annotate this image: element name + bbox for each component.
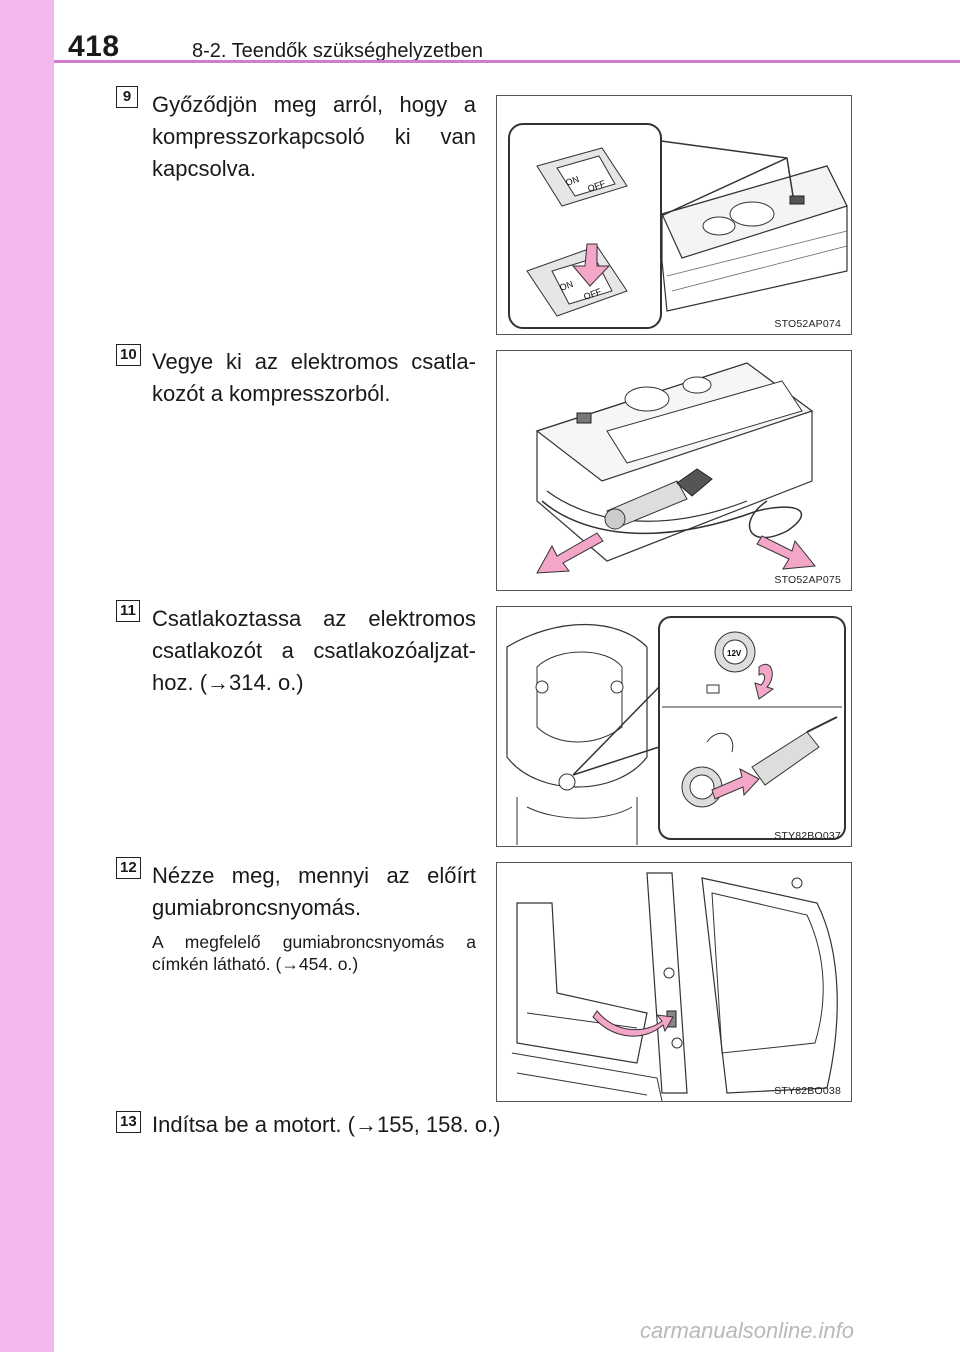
- point-arrow-icon: [592, 1010, 674, 1037]
- insert-plug-arrow-icon: [711, 768, 760, 800]
- tire-pressure-label-illustration: [511, 872, 838, 1101]
- figure-code: STO52AP074: [774, 318, 841, 330]
- figure-socket-connection: 12V STY82BO037: [496, 606, 852, 847]
- pull-arrow-right-icon: [756, 535, 816, 570]
- socket-12v-label: 12V: [727, 649, 742, 658]
- step-10-text: Vegye ki az elektromos csatla­kozót a ko…: [152, 349, 476, 406]
- side-tab-band: [0, 0, 54, 1352]
- rotate-cap-arrow-icon: [754, 664, 775, 700]
- step-11-text: Csatlakoztassa az elektromos csatlakozót…: [152, 606, 476, 695]
- figure-compressor-switch: ON OFF ON OFF STO52AP074: [496, 95, 852, 335]
- figure-tire-pressure-label: STY82BO038: [496, 862, 852, 1102]
- switch-on-label-bottom: ON: [558, 279, 574, 293]
- step-13-text: Indítsa be a motort. (→155, 158. o.): [152, 1112, 501, 1137]
- figure-unplug-connector: STO52AP075: [496, 350, 852, 591]
- section-title: 8-2. Teendők szükséghelyzetben: [192, 40, 483, 62]
- compressor-switch-illustration: ON OFF ON OFF: [508, 123, 848, 329]
- page-number: 418: [68, 30, 120, 63]
- step-badge-12: 12: [116, 857, 141, 879]
- pull-arrow-left-icon: [536, 532, 604, 574]
- socket-connection-illustration: 12V: [506, 616, 846, 845]
- figure-code: STY82BO038: [774, 1085, 841, 1097]
- unplug-connector-illustration: [535, 362, 816, 574]
- figure-code: STY82BO037: [774, 830, 841, 842]
- figure-code: STO52AP075: [774, 574, 841, 586]
- switch-on-label-top: ON: [564, 174, 580, 188]
- step-badge-13: 13: [116, 1111, 141, 1133]
- press-arrow-icon: [571, 243, 611, 287]
- step-badge-10: 10: [116, 344, 141, 366]
- header-rule: [54, 60, 960, 63]
- step-12-text: Nézze meg, mennyi az előírt gumiabroncsn…: [152, 863, 476, 920]
- watermark: carmanualsonline.info: [640, 1318, 855, 1343]
- step-12-note: A megfelelő gumiabroncsnyomás a címkén l…: [152, 932, 476, 974]
- step-badge-9: 9: [116, 86, 138, 108]
- step-9-text: Győződjön meg arról, hogy a kompresszork…: [152, 92, 476, 181]
- step-badge-11: 11: [116, 600, 140, 622]
